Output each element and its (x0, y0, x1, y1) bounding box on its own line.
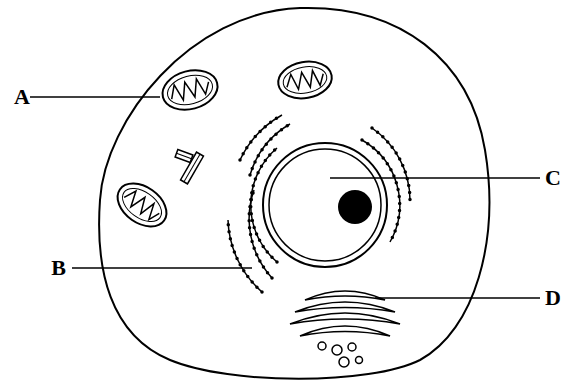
mitochondrion (110, 175, 175, 235)
rough-er (228, 115, 410, 292)
part-letter: D (545, 286, 561, 310)
part-letter: A (14, 85, 30, 109)
cell-membrane (99, 8, 489, 379)
golgi-apparatus (290, 291, 400, 367)
part-letter: B (51, 256, 66, 280)
leader-line (375, 297, 540, 299)
nucleus (263, 143, 387, 267)
mitochondrion (275, 58, 334, 103)
leader-line (30, 96, 160, 98)
part-letter: C (545, 166, 561, 190)
leader-lines (30, 97, 540, 298)
leader-line (330, 177, 540, 179)
centriole (175, 150, 203, 184)
mitochondrion (158, 64, 222, 115)
leader-line (72, 267, 252, 269)
